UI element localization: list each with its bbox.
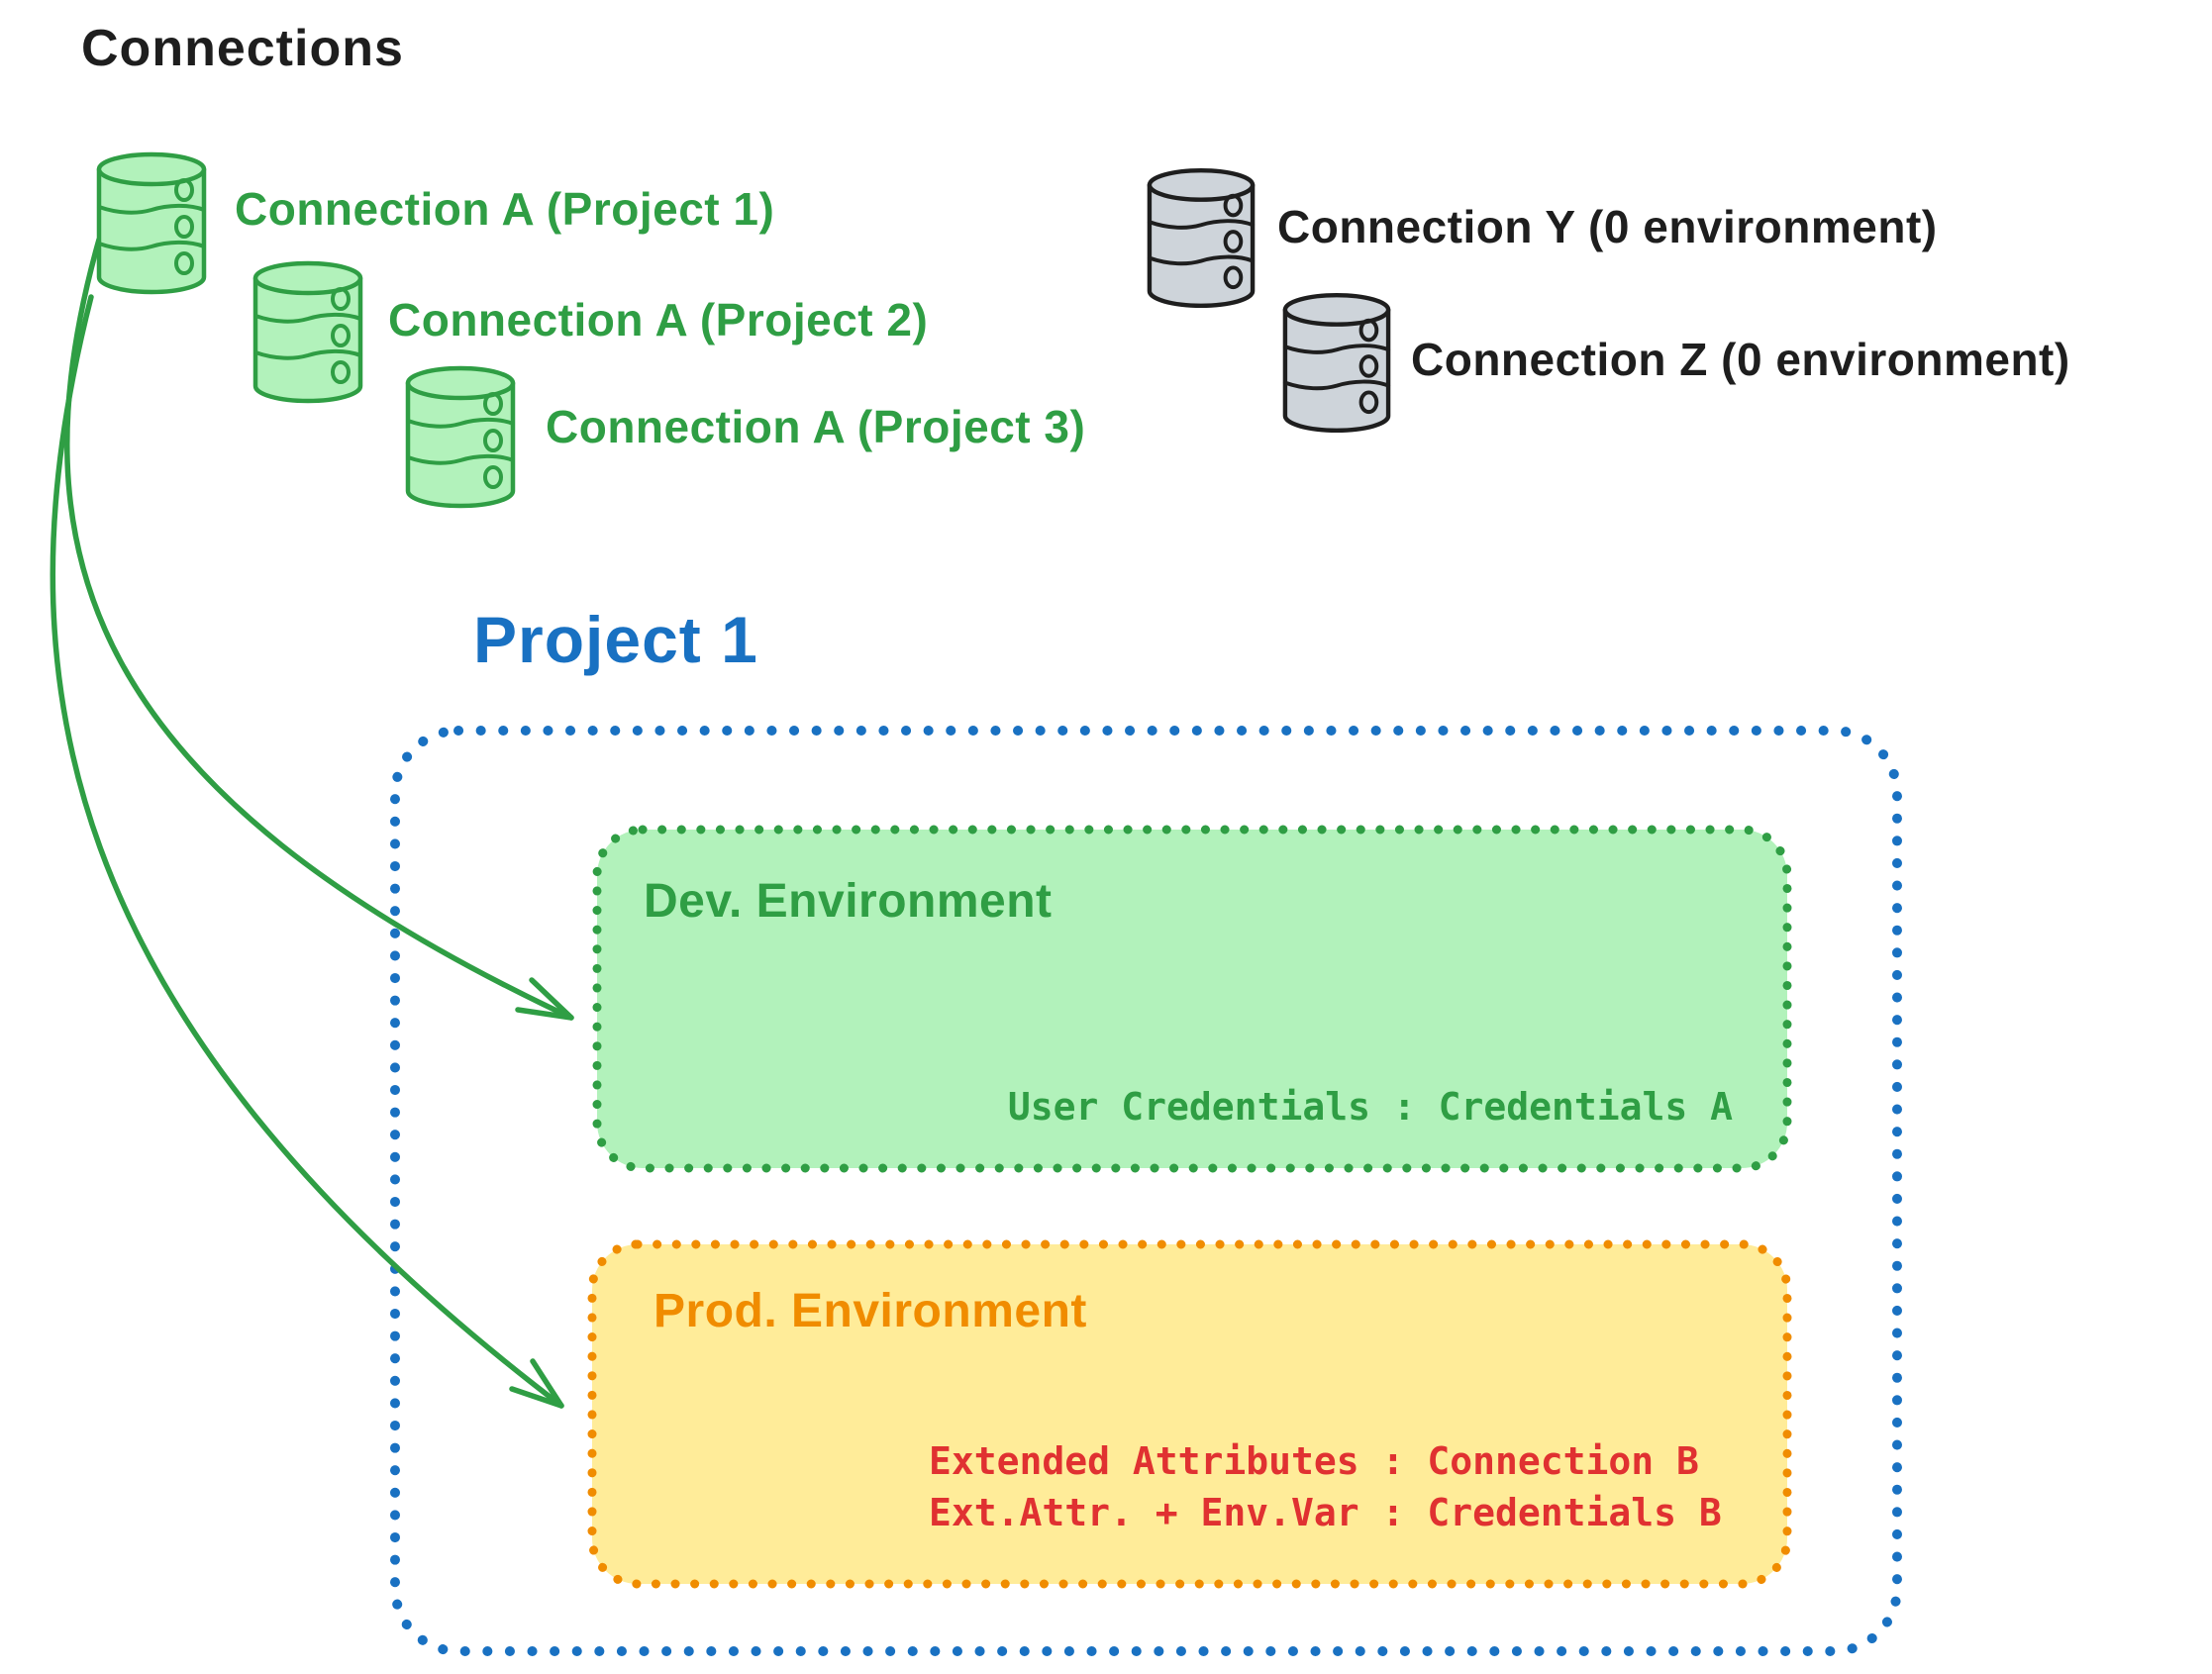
prod-mapping-line-1: Extended Attributes : Connection B: [929, 1439, 1699, 1483]
prod-environment-title: Prod. Environment: [654, 1285, 1087, 1337]
connection-y-label: Connection Y (0 environment): [1277, 201, 1938, 252]
dev-environment-box: [592, 825, 1792, 1173]
diagram-title: Connections: [81, 20, 404, 77]
project-1-title: Project 1: [473, 603, 758, 676]
dev-environment-credentials-mapping: User Credentials : Credentials A: [1007, 1085, 1733, 1129]
prod-environment-credentials-mapping: Extended Attributes : Connection B Ext.A…: [929, 1435, 1722, 1538]
database-icon-connection-a-project-3: [408, 368, 513, 506]
prod-environment-box: [587, 1239, 1792, 1589]
dev-environment-title: Dev. Environment: [644, 875, 1053, 928]
database-icon-connection-a-project-2: [255, 263, 360, 401]
connection-a-project-3-label: Connection A (Project 3): [546, 401, 1086, 452]
connection-a-project-1-label: Connection A (Project 1): [235, 183, 775, 235]
database-icon-connection-z: [1285, 295, 1388, 431]
database-icon-connection-y: [1150, 170, 1253, 306]
connection-z-label: Connection Z (0 environment): [1411, 334, 2070, 385]
arrow-connection-a-to-prod-environment: [50, 294, 564, 1409]
prod-mapping-line-2: Ext.Attr. + Env.Var : Credentials B: [929, 1491, 1722, 1534]
database-icon-connection-a-project-1: [99, 154, 204, 292]
connection-a-project-2-label: Connection A (Project 2): [388, 294, 929, 345]
